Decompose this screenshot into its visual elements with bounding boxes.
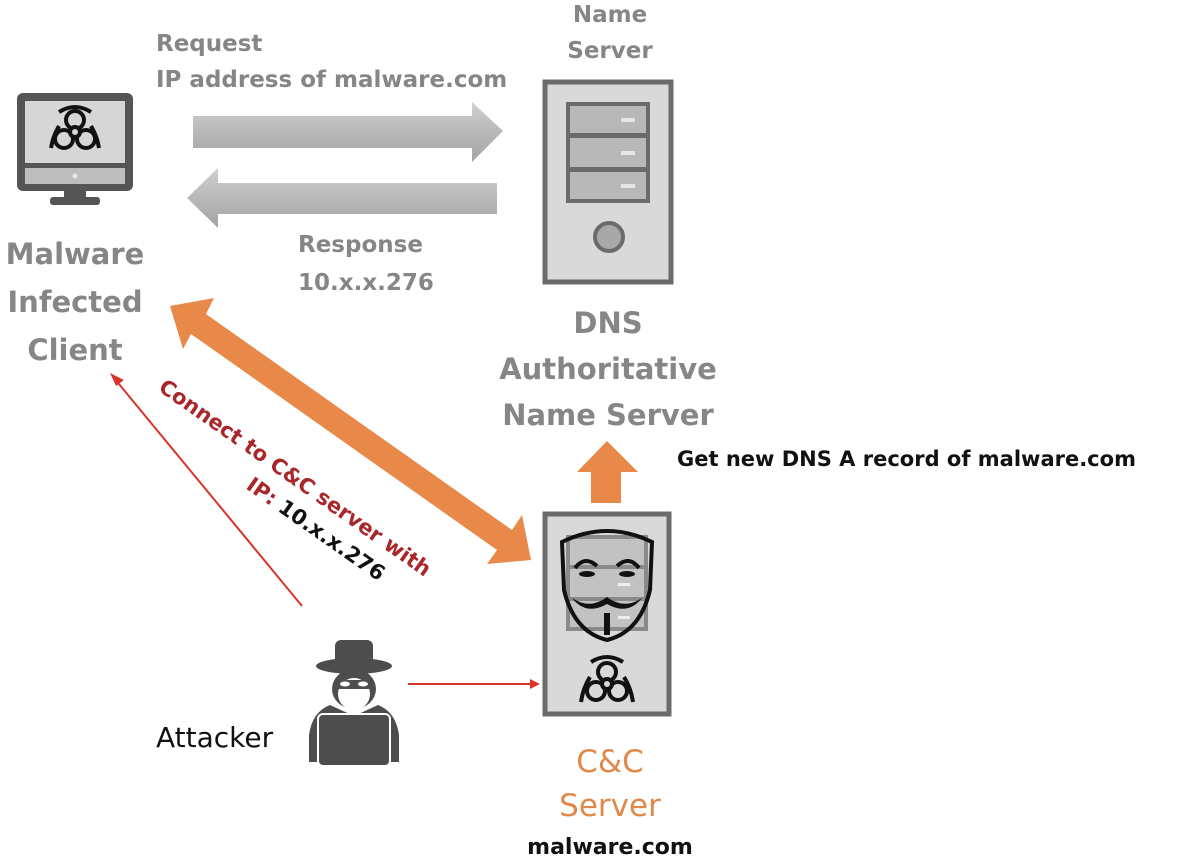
cc-domain-label: malware.com <box>527 835 693 860</box>
anonymous-mask-icon <box>559 529 655 643</box>
client-label: Malware Infected Client <box>0 230 150 374</box>
name-server-top-label: Name Server <box>540 0 680 69</box>
biohazard-icon <box>579 655 635 703</box>
request-label-line2: IP address of malware.com <box>156 67 508 93</box>
get-record-up-arrow <box>577 441 638 503</box>
name-server-top-line2: Server <box>567 38 653 64</box>
cc-label-line2: Server <box>559 788 661 824</box>
dns-label-line1: DNS <box>573 306 643 340</box>
dns-server-label: DNS Authoritative Name Server <box>478 300 738 438</box>
attacker-to-client-arrow <box>110 373 303 607</box>
connect-double-arrow <box>170 298 531 564</box>
attacker-hacker-icon <box>309 640 399 767</box>
response-arrow <box>187 168 497 228</box>
cc-server-label: C&C Server <box>520 740 700 828</box>
attacker-label: Attacker <box>156 721 274 754</box>
biohazard-icon <box>49 105 101 150</box>
dns-label-line2: Authoritative <box>499 352 717 386</box>
client-label-line1: Malware <box>5 237 145 271</box>
client-label-line2: Infected <box>7 285 143 319</box>
dns-label-line3: Name Server <box>502 398 714 432</box>
response-label: Response 10.x.x.276 <box>298 226 434 302</box>
attacker-to-cc-arrow <box>408 679 540 689</box>
request-label: Request IP address of malware.com <box>156 26 507 98</box>
request-label-line1: Request <box>156 31 263 57</box>
cc-server-icon <box>542 511 672 717</box>
request-arrow <box>193 102 503 162</box>
get-new-record-label: Get new DNS A record of malware.com <box>677 447 1136 471</box>
client-label-line3: Client <box>27 333 123 367</box>
response-label-line2: 10.x.x.276 <box>298 270 434 296</box>
cc-label-line1: C&C <box>576 744 644 780</box>
response-label-line1: Response <box>298 232 423 258</box>
dns-server-icon <box>542 79 674 285</box>
name-server-top-line1: Name <box>572 2 648 28</box>
infected-client-monitor-icon <box>17 93 133 205</box>
